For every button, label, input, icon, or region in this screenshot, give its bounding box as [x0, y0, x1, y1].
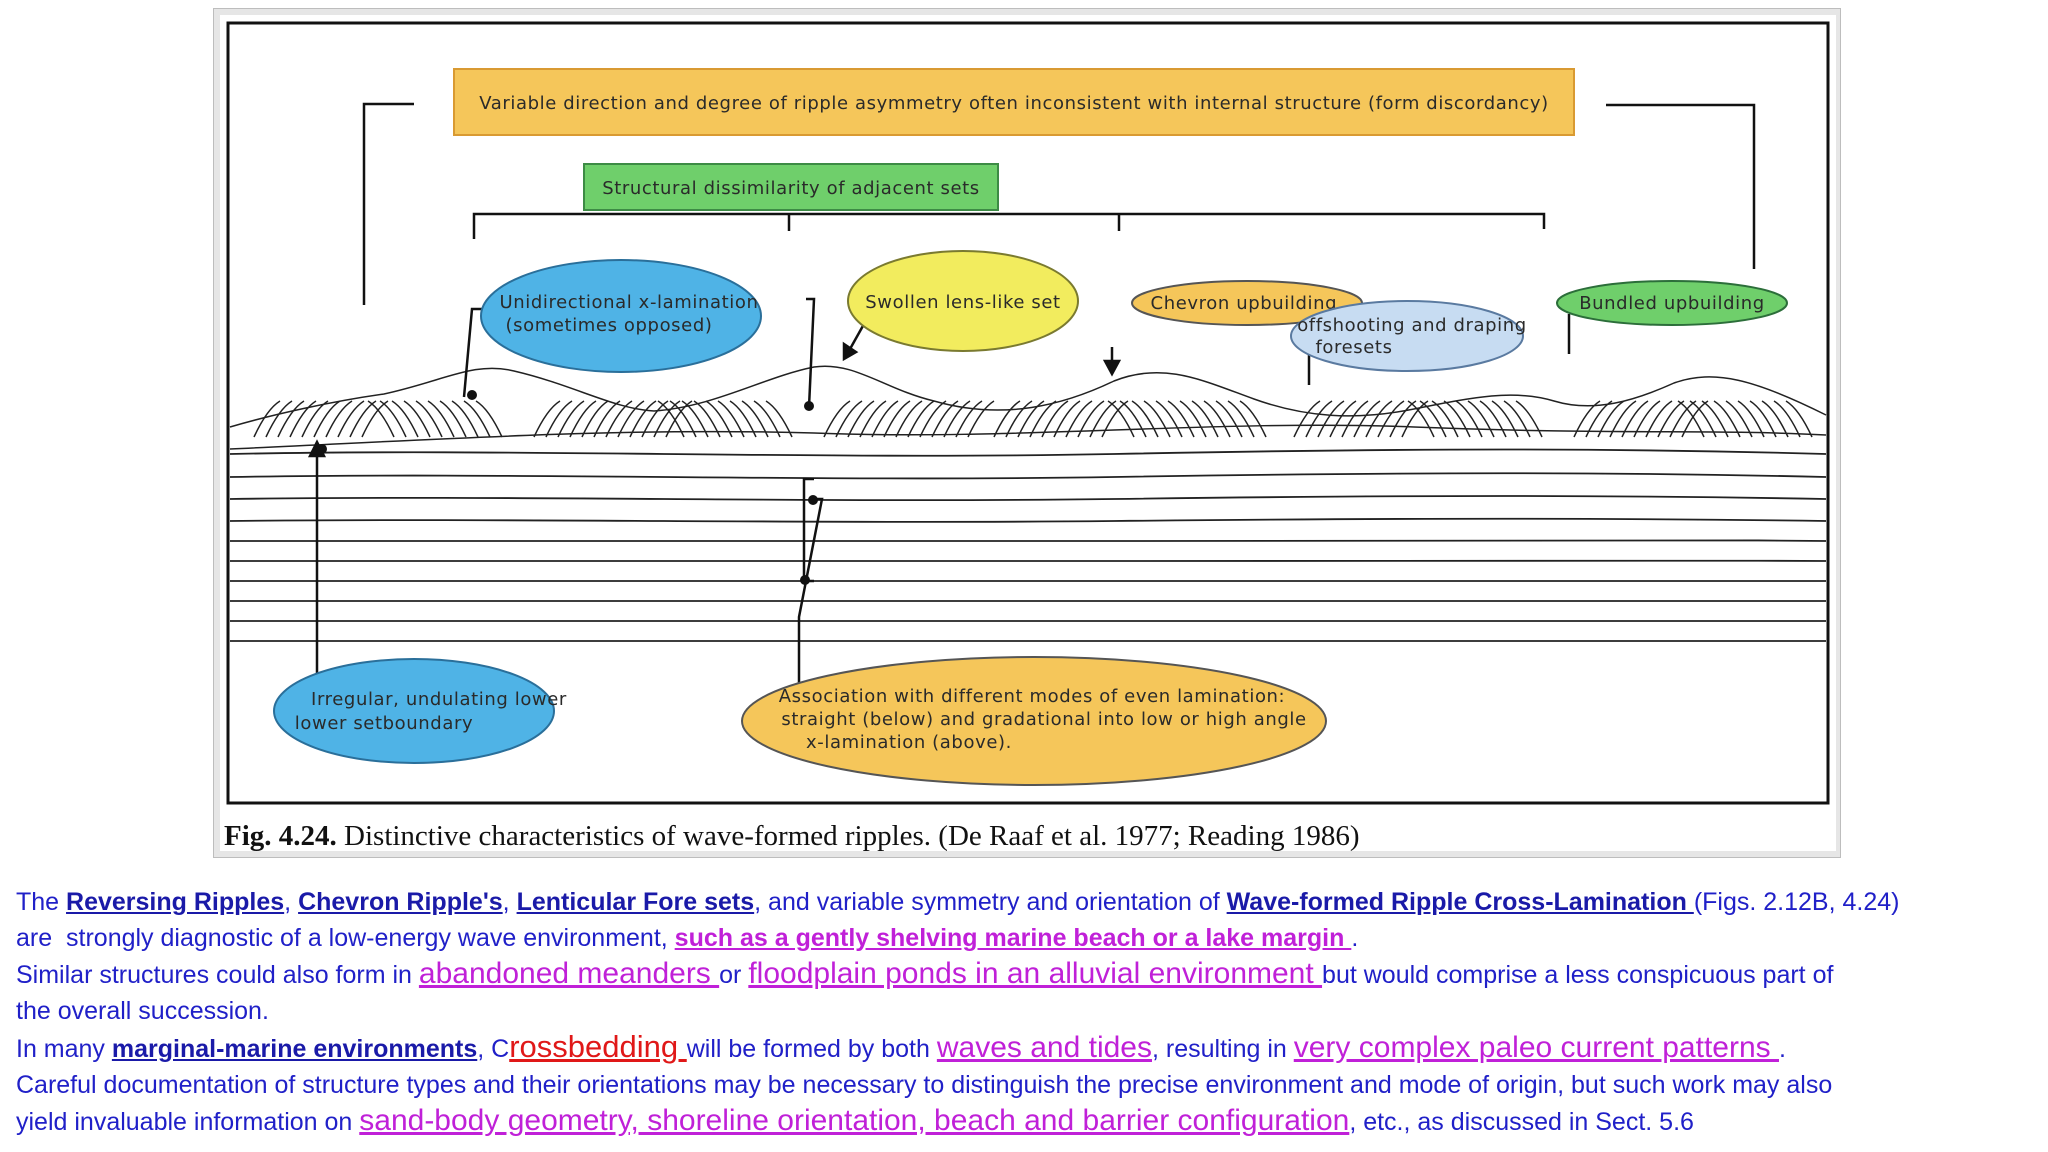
- figure-panel: Variable direction and degree of ripple …: [213, 8, 1841, 858]
- paragraph-line-7: yield invaluable information on sand-bod…: [16, 1103, 2036, 1140]
- offshooting-label-1: offshooting and draping: [1297, 315, 1527, 336]
- chevron-upbuilding-label: Chevron upbuilding,: [1151, 293, 1344, 314]
- unidirectional-label-2: (sometimes opposed): [506, 315, 713, 336]
- irregular-boundary-label-1: Irregular, undulating lower: [311, 689, 567, 710]
- swollen-lens-label: Swollen lens-like set: [865, 292, 1060, 313]
- caption-number: Fig. 4.24.: [224, 820, 337, 852]
- link-crossbedding[interactable]: rossbedding: [509, 1029, 687, 1064]
- link-abandoned-meanders[interactable]: abandoned meanders: [419, 957, 719, 990]
- link-reversing-ripples[interactable]: Reversing Ripples: [66, 888, 284, 916]
- figure-caption: Fig. 4.24. Distinctive characteristics o…: [224, 820, 1359, 852]
- association-label-3: x-lamination (above).: [806, 732, 1012, 753]
- link-marginal-marine[interactable]: marginal-marine environments: [112, 1035, 477, 1063]
- paragraph-line-6: Careful documentation of structure types…: [16, 1067, 2036, 1103]
- caption-text: Distinctive characteristics of wave-form…: [337, 820, 1360, 852]
- paragraph-line-2: are strongly diagnostic of a low-energy …: [16, 920, 2036, 956]
- offshooting-ellipse: [1291, 301, 1523, 371]
- link-waves-and-tides[interactable]: waves and tides: [937, 1031, 1152, 1064]
- irregular-boundary-label-2: lower setboundary: [295, 713, 473, 734]
- offshooting-label-2: foresets: [1315, 337, 1392, 358]
- paragraph-line-4: the overall succession.: [16, 993, 2036, 1029]
- link-paleo-current-patterns[interactable]: very complex paleo current patterns: [1294, 1031, 1779, 1064]
- link-lenticular-foresets[interactable]: Lenticular Fore sets: [517, 888, 755, 916]
- unidirectional-label-1: Unidirectional x-lamination: [499, 292, 758, 313]
- link-chevron-ripples[interactable]: Chevron Ripple's: [298, 888, 503, 916]
- ripple-diagram: Variable direction and degree of ripple …: [214, 9, 1842, 859]
- link-sand-body-geometry[interactable]: sand-body geometry, shoreline orientatio…: [359, 1104, 1349, 1137]
- paragraph-line-1: The Reversing Ripples, Chevron Ripple's,…: [16, 884, 2036, 920]
- paragraph-line-5: In many marginal-marine environments, Cr…: [16, 1029, 2036, 1067]
- irregular-boundary-ellipse: [274, 659, 554, 763]
- association-label-1: Association with different modes of even…: [779, 686, 1285, 707]
- paragraph-line-3: Similar structures could also form in ab…: [16, 956, 2036, 993]
- lamina-line: [230, 560, 1826, 561]
- link-gently-shelving-beach[interactable]: such as a gently shelving marine beach o…: [675, 924, 1352, 952]
- link-floodplain-ponds[interactable]: floodplain ponds in an alluvial environm…: [748, 957, 1322, 990]
- structural-dissimilarity-label: Structural dissimilarity of adjacent set…: [602, 178, 980, 199]
- link-wave-formed-ripple[interactable]: Wave-formed Ripple Cross-Lamination: [1227, 888, 1694, 916]
- association-label-2: straight (below) and gradational into lo…: [781, 709, 1306, 730]
- bundled-upbuilding-label: Bundled upbuilding: [1579, 293, 1765, 314]
- description-text: The Reversing Ripples, Chevron Ripple's,…: [16, 884, 2036, 1140]
- form-discordancy-label: Variable direction and degree of ripple …: [479, 93, 1549, 114]
